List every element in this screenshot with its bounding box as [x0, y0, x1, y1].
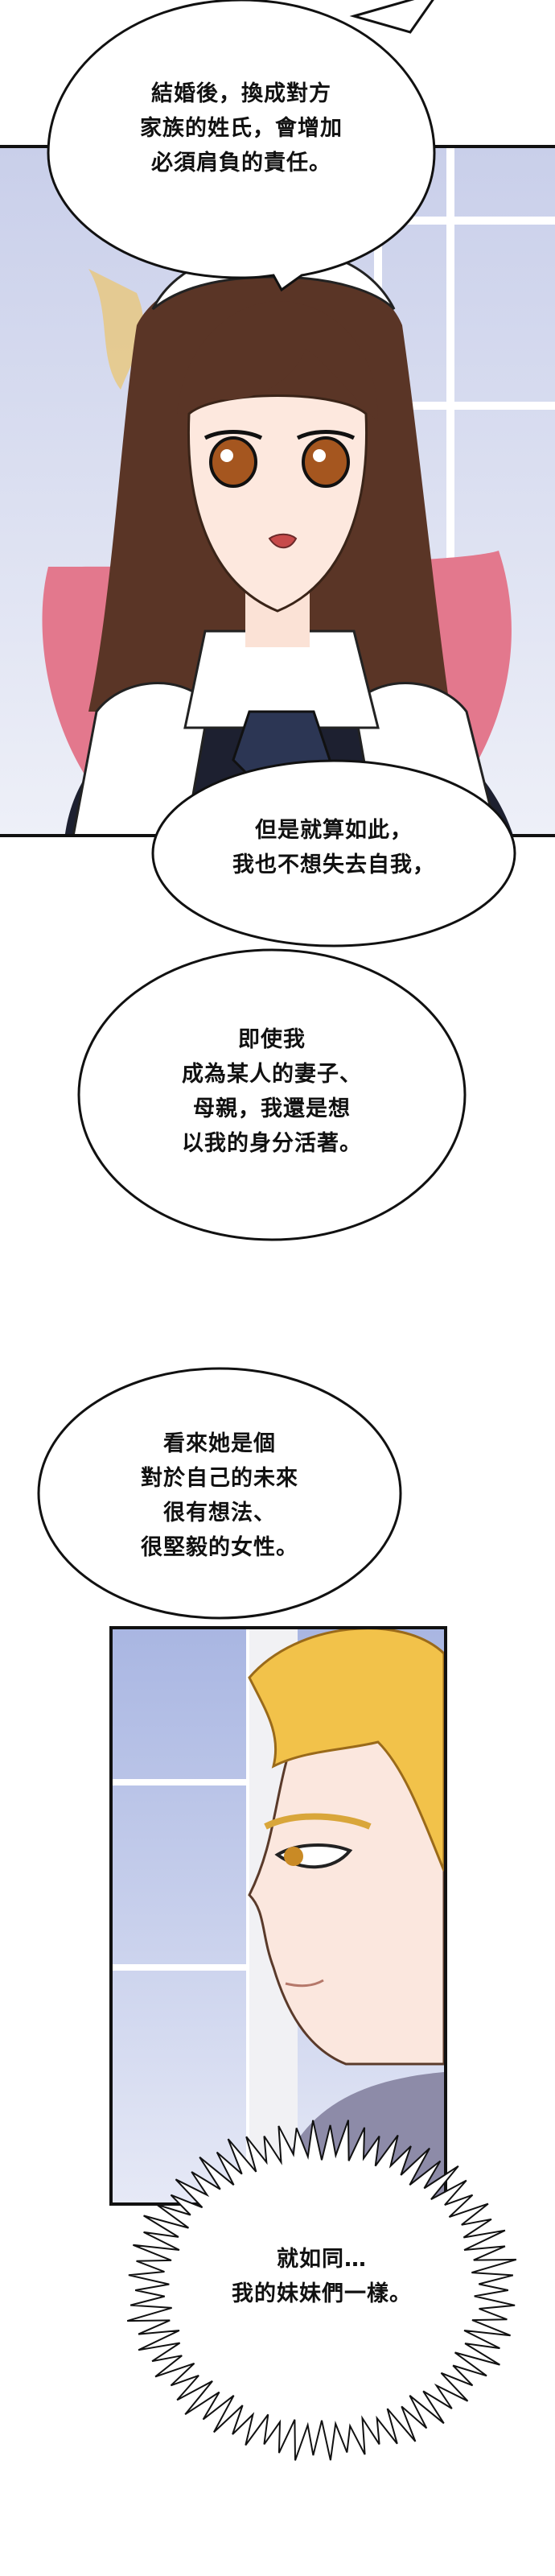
bubble-2-line-1: 但是就算如此，	[255, 818, 413, 843]
bubble-5-line-2: 我的妹妹們一樣。	[232, 2281, 412, 2306]
spiky-bubble-5: 就如同… 我的妹妹們一樣。	[121, 2101, 523, 2479]
bubble-3-line-2: 成為某人的妻子、	[182, 1062, 362, 1087]
speech-bubble-shape	[77, 948, 467, 1241]
bubble-3-line-3: 母親，我還是想	[193, 1096, 351, 1121]
speech-bubble-shape	[151, 759, 516, 947]
speech-bubble-shape	[37, 1367, 402, 1620]
bubble-3-line-4: 以我的身分活著。	[182, 1131, 362, 1156]
speech-bubble-2: 但是就算如此， 我也不想失去自我，	[145, 749, 523, 950]
speech-bubble-3: 即使我 成為某人的妻子、 母親，我還是想 以我的身分活著。	[71, 942, 473, 1248]
gold-ornament	[88, 269, 144, 390]
maid-eyes	[204, 430, 356, 488]
man-eyebrow	[264, 1813, 372, 1830]
spiky-bubble-shape	[126, 2120, 517, 2461]
man-iris	[284, 1847, 303, 1866]
man-face	[248, 1724, 444, 2066]
bubble-3-line-1: 即使我	[238, 1027, 306, 1052]
maid-mouth	[268, 533, 298, 549]
bubble-4-line-2: 對於自己的未來	[141, 1466, 298, 1491]
bubble-5-line-1: 就如同…	[277, 2247, 367, 2272]
speech-bubble-4: 看來她是個 對於自己的未來 很有想法、 很堅毅的女性。	[31, 1360, 409, 1626]
bubble-4-line-3: 很有想法、	[163, 1501, 276, 1525]
panel-man-profile	[109, 1626, 447, 2206]
bubble-4-line-1: 看來她是個	[163, 1431, 276, 1456]
bubble-2-line-2: 我也不想失去自我，	[232, 852, 435, 877]
maid-bangs	[177, 301, 378, 422]
bubble-4-line-4: 很堅毅的女性。	[141, 1535, 298, 1560]
man-mouth	[285, 1979, 324, 1988]
bubble-1-line-3: 必須肩負的責任。	[151, 151, 331, 175]
speech-bubble-1: 結婚後，換成對方 家族的姓氏，會增加 必須肩負的責任。	[32, 0, 450, 298]
man-illustration	[113, 1629, 444, 2202]
bubble-1-line-1: 結婚後，換成對方	[151, 81, 331, 106]
speech-bubble-shape	[47, 0, 436, 292]
bubble-1-line-2: 家族的姓氏，會增加	[140, 116, 343, 141]
man-hair	[248, 1629, 444, 1872]
